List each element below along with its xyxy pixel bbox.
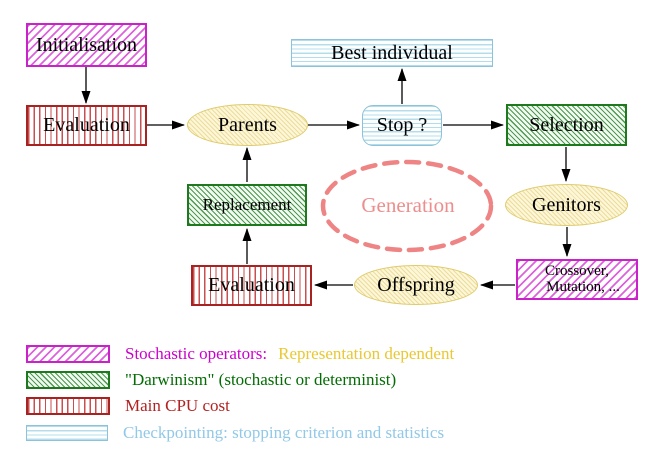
node-replacement-label: Replacement xyxy=(202,195,292,215)
node-parents-label: Parents xyxy=(218,113,277,136)
node-offspring: Offspring xyxy=(354,265,478,305)
legend-row-darwinism: "Darwinism" (stochastic or determinist) xyxy=(26,370,397,389)
node-genitors: Genitors xyxy=(505,184,628,226)
node-stop: Stop ? xyxy=(362,105,442,146)
node-offspring-label: Offspring xyxy=(377,273,455,296)
legend-row-checkpointing: Checkpointing: stopping criterion and st… xyxy=(26,423,445,442)
node-selection: Selection xyxy=(506,104,627,146)
legend-swatch-magenta-hatch xyxy=(26,345,110,363)
node-best-individual: Best individual xyxy=(291,39,493,67)
legend-label-checkpointing: Checkpointing: stopping criterion and st… xyxy=(123,423,445,442)
node-evaluation-bottom: Evaluation xyxy=(191,265,312,306)
node-evaluation-top-label: Evaluation xyxy=(43,114,130,136)
node-evaluation-top: Evaluation xyxy=(26,105,147,146)
node-crossover-label-line1: Crossover, xyxy=(545,262,609,279)
generation-label: Generation xyxy=(361,193,455,217)
node-evaluation-bottom-label: Evaluation xyxy=(208,274,295,296)
node-parents: Parents xyxy=(187,104,308,146)
legend-swatch-green-hatch xyxy=(26,371,110,389)
node-crossover-label-line2: Mutation, ... xyxy=(546,278,620,295)
legend-label-cpu-cost: Main CPU cost xyxy=(125,396,230,415)
node-selection-label: Selection xyxy=(529,113,604,136)
legend-swatch-red-stripes xyxy=(26,397,110,415)
legend-row-cpu-cost: Main CPU cost xyxy=(26,396,230,415)
legend-label-representation-dependent: Representation dependent xyxy=(278,344,455,363)
node-genitors-label: Genitors xyxy=(532,193,601,216)
legend-label-stochastic-operators: Stochastic operators: xyxy=(125,344,268,363)
legend-swatch-cyan-stripes xyxy=(26,425,108,441)
node-initialisation: Initialisation xyxy=(26,23,147,67)
legend-row-stochastic-operators: Stochastic operators: Representation dep… xyxy=(26,344,455,363)
node-stop-label: Stop ? xyxy=(376,114,428,136)
node-initialisation-label: Initialisation xyxy=(35,33,138,56)
node-best-individual-label: Best individual xyxy=(331,41,453,64)
node-replacement: Replacement xyxy=(187,184,307,226)
node-crossover-mutation: Crossover, Mutation, ... xyxy=(516,259,638,300)
legend-label-darwinism: "Darwinism" (stochastic or determinist) xyxy=(125,370,397,389)
